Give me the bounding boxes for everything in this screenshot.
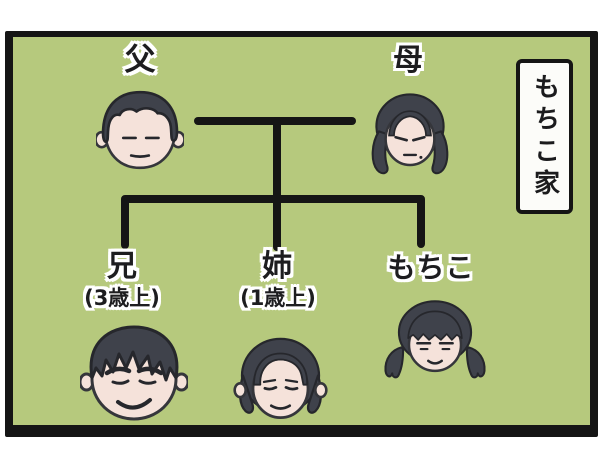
sister-bangs xyxy=(253,352,309,386)
sister-label: 姉 xyxy=(262,249,292,284)
family-name-box: もちこ家 xyxy=(516,59,573,214)
mother-portrait xyxy=(371,93,449,175)
sister-eyebrows xyxy=(262,378,299,384)
sister-portrait xyxy=(233,337,328,420)
mother-eyes xyxy=(394,135,426,142)
mother-label: 母 xyxy=(393,43,423,78)
mother-bangs xyxy=(388,110,432,137)
father-hair xyxy=(101,90,179,143)
mochiko-bangs xyxy=(407,310,463,341)
mochiko-pigtails xyxy=(384,346,486,379)
brother-eyebrows xyxy=(104,366,164,376)
father-portrait xyxy=(96,90,184,170)
brother-label: 兄 xyxy=(107,249,137,284)
brother-hair xyxy=(89,325,179,382)
brother-portrait xyxy=(80,325,188,421)
father-mouth xyxy=(129,154,151,158)
brother-eyes xyxy=(111,379,157,385)
mother-beauty-mark xyxy=(419,155,423,159)
sister-mouth xyxy=(269,404,292,410)
brother-mouth xyxy=(116,398,152,410)
mochiko-portrait xyxy=(384,300,486,379)
sister-age-note: (1歳上) xyxy=(240,286,316,310)
sister-ears xyxy=(233,382,328,399)
mochiko-mouth xyxy=(427,359,443,365)
father-label: 父 xyxy=(124,42,156,78)
mochiko-sleepy-eyes xyxy=(416,341,454,351)
family-name-label: もちこ家 xyxy=(529,72,560,201)
brother-age-note: (3歳上) xyxy=(84,286,160,310)
mochiko-label: もちこ xyxy=(387,251,475,284)
sister-eyes xyxy=(263,386,299,391)
